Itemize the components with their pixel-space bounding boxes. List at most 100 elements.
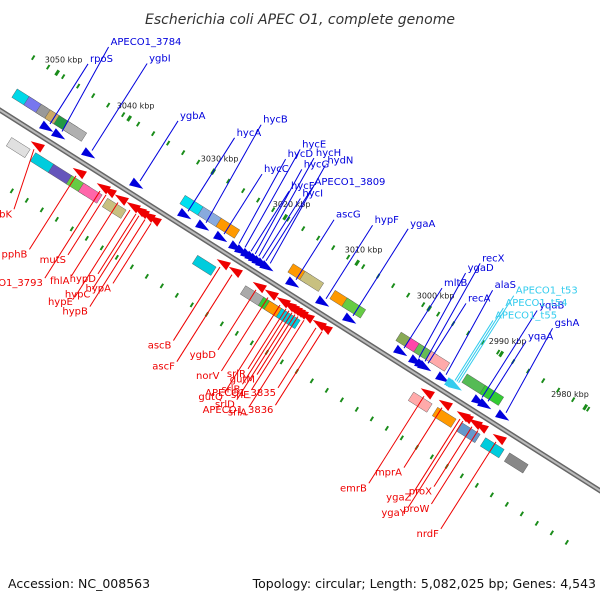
- reverse-gene-label: ygbD: [190, 350, 217, 361]
- tick-dot-bottom: [354, 406, 360, 413]
- forward-gene-label: hypF: [375, 215, 400, 226]
- tick-dot-top: [360, 263, 366, 270]
- label-leader-line: [403, 287, 443, 349]
- reverse-gene-label: mprA: [375, 468, 402, 479]
- tick-dot-top: [495, 349, 501, 355]
- tick-dot-bottom: [384, 425, 390, 432]
- tick-dot-top: [225, 178, 231, 184]
- forward-gene-arrow: [213, 230, 228, 243]
- reverse-gene-label: emrB: [340, 483, 367, 494]
- reverse-gene-arrow: [264, 289, 279, 301]
- label-leader-line: [238, 158, 287, 244]
- feature-block-forward: [341, 297, 367, 319]
- label-leader-line: [481, 310, 538, 398]
- reverse-gene-label: ascF: [152, 362, 175, 373]
- tick-dot-bottom: [504, 501, 510, 508]
- forward-gene-label: ygbA: [180, 111, 206, 122]
- forward-gene-arrow: [51, 128, 66, 140]
- tick-mark: [354, 259, 361, 267]
- label-leader-line: [458, 295, 515, 383]
- tick-dot-bottom: [9, 188, 15, 194]
- tick-dot-top: [540, 377, 546, 384]
- tick-dot-bottom: [69, 226, 75, 232]
- reverse-gene-label: proW: [403, 504, 429, 515]
- reverse-gene-arrow: [300, 312, 315, 324]
- trna-gene-arrow: [447, 379, 462, 391]
- forward-gene-label: recX: [482, 253, 505, 264]
- forward-gene-arrow: [495, 409, 510, 421]
- tick-label: 3000 kbp: [417, 291, 455, 300]
- label-leader-line: [403, 407, 443, 468]
- tick-dot-bottom: [474, 482, 480, 489]
- label-leader-line: [427, 303, 467, 364]
- label-leader-line: [67, 194, 107, 256]
- reverse-gene-label: APECO1_3793: [0, 278, 43, 289]
- tick-dot-top: [390, 282, 396, 289]
- reverse-gene-label: hypA: [86, 283, 112, 294]
- tick-dot-top: [435, 311, 441, 317]
- label-leader-line: [275, 331, 323, 406]
- forward-gene-label: ygaA: [410, 219, 435, 230]
- tick-label: 3040 kbp: [117, 101, 155, 110]
- tick-dot-top: [120, 111, 126, 118]
- label-leader-line: [251, 316, 299, 391]
- tick-dot-top: [240, 187, 246, 194]
- reverse-gene-arrow: [114, 194, 129, 206]
- reverse-gene-arrow: [318, 323, 333, 335]
- tick-dot-bottom: [174, 292, 180, 299]
- forward-gene-label: yqaA: [528, 331, 553, 342]
- tick-dot-top: [195, 159, 201, 165]
- tick-dot-bottom: [339, 397, 345, 403]
- tick-mark: [126, 115, 133, 122]
- tick-dot-bottom: [159, 283, 165, 289]
- backbone-line-highlight: [0, 108, 600, 492]
- label-leader-line: [505, 327, 554, 413]
- tick-dot-top: [45, 64, 51, 70]
- reverse-gene-arrow: [492, 433, 507, 446]
- forward-gene-label: ygaD: [468, 263, 494, 274]
- forward-gene-arrow: [435, 371, 450, 383]
- reverse-gene-label: hypB: [62, 307, 88, 318]
- reverse-gene-label: ascB: [148, 341, 172, 352]
- forward-gene-arrow: [81, 147, 96, 159]
- reverse-gene-label: norV: [196, 371, 220, 382]
- tick-dot-bottom: [309, 378, 315, 384]
- forward-gene-label: ygbI: [149, 54, 171, 65]
- forward-gene-arrow: [259, 260, 274, 272]
- tick-dot-bottom: [369, 416, 375, 422]
- reverse-gene-label: ygaZ: [386, 493, 411, 504]
- forward-gene-label: gshA: [555, 318, 580, 329]
- accession-text: Accession: NC_008563: [8, 576, 150, 591]
- label-leader-line: [173, 266, 221, 341]
- gene-arrows: [30, 120, 510, 446]
- reverse-gene-label: gutM: [230, 375, 255, 386]
- forward-gene-label: alaS: [495, 280, 516, 291]
- label-leader-line: [454, 320, 494, 381]
- forward-gene-label: hycI: [302, 188, 323, 199]
- tick-dot-bottom: [324, 387, 330, 394]
- tick-dot-bottom: [129, 264, 135, 270]
- reverse-gene-label: srlR: [227, 369, 246, 380]
- label-leader-line: [247, 308, 287, 370]
- reverse-gene-arrow: [420, 388, 435, 400]
- label-leader-line: [262, 198, 301, 259]
- tick-dot-top: [165, 140, 171, 146]
- label-leader-line: [368, 396, 425, 484]
- reverse-gene-arrow: [228, 266, 243, 278]
- forward-gene-arrow: [477, 398, 492, 410]
- forward-gene-arrow: [39, 120, 54, 132]
- label-leader-line: [407, 420, 464, 509]
- trna-gene-label: APECO1_t54: [505, 298, 567, 309]
- label-leader-line: [352, 228, 409, 317]
- forward-gene-arrow: [195, 219, 210, 231]
- forward-gene-arrow: [129, 177, 144, 189]
- tick-dot-bottom: [519, 511, 525, 517]
- tick-dot-top: [330, 244, 336, 251]
- feature-block-forward: [299, 271, 325, 292]
- forward-gene-arrow: [417, 360, 432, 372]
- reverse-gene-arrow: [459, 413, 474, 425]
- tick-dot-top: [345, 254, 351, 260]
- tick-mark: [498, 350, 505, 358]
- reverse-gene-label: fhlA: [50, 276, 70, 287]
- tick-label: 2980 kbp: [551, 390, 589, 399]
